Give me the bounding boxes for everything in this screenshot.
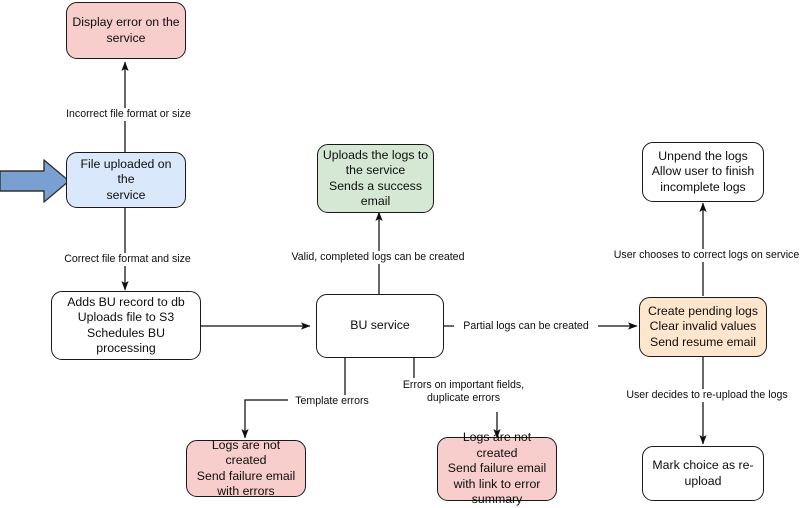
node-mark-choice[interactable]: Mark choice as re- upload [642, 446, 764, 501]
edge-label-template-errors: Template errors [288, 395, 376, 408]
edge-label-incorrect-format: Incorrect file format or size [55, 108, 202, 121]
node-bu-service[interactable]: BU service [316, 294, 444, 358]
edge-label-valid-completed: Valid, completed logs can be created [281, 251, 475, 264]
edge-label-errors-important-fields: Errors on important fields, duplicate er… [394, 379, 533, 405]
node-uploads-logs[interactable]: Uploads the logs to the service Sends a … [317, 144, 434, 213]
input-arrow-icon [0, 159, 70, 203]
node-create-pending-logs[interactable]: Create pending logs Clear invalid values… [639, 297, 767, 357]
node-display-error[interactable]: Display error on the service [66, 2, 186, 59]
node-logs-not-created-template[interactable]: Logs are not created Send failure email … [186, 438, 306, 498]
edge-label-user-reuploads: User decides to re-upload the logs [617, 389, 797, 402]
node-logs-not-created-fields[interactable]: Logs are not created Send failure email … [437, 430, 557, 506]
edge-label-correct-format: Correct file format and size [54, 253, 201, 266]
node-file-uploaded[interactable]: File uploaded on the service [66, 152, 186, 208]
edge-label-partial-logs: Partial logs can be created [454, 320, 598, 333]
edge-label-user-corrects: User chooses to correct logs on service [608, 249, 801, 262]
node-unpend-logs[interactable]: Unpend the logs Allow user to finish inc… [642, 142, 764, 202]
node-adds-bu-record[interactable]: Adds BU record to db Uploads file to S3 … [51, 291, 201, 360]
